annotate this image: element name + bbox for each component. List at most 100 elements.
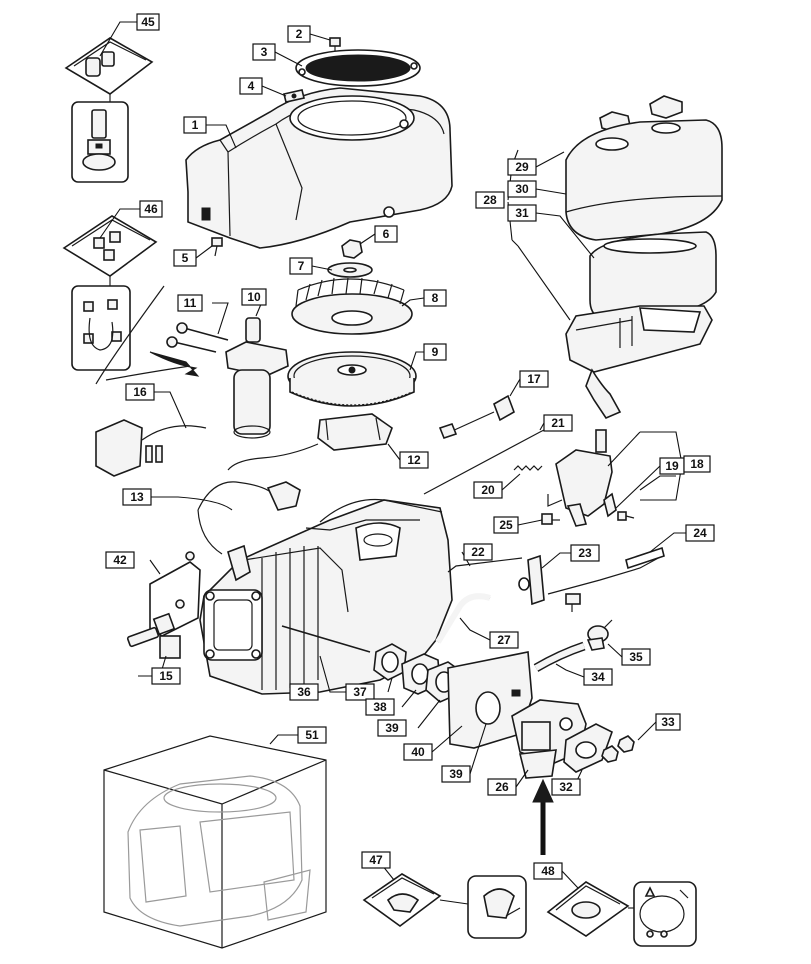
part-47-kit-bag — [362, 873, 527, 939]
part-32-gasket — [563, 723, 613, 773]
part-10-ignition-coil — [225, 317, 289, 439]
callout-34: 34 — [583, 668, 613, 686]
callout-48: 48 — [533, 862, 563, 880]
part-16-rectifier — [95, 419, 207, 477]
part-12-armature — [227, 413, 393, 471]
air-filter-base — [565, 305, 713, 419]
part-27-breather-tube — [435, 593, 491, 644]
svg-text:28: 28 — [483, 193, 497, 207]
callout-12: 12 — [399, 451, 429, 469]
callout-32: 32 — [551, 778, 581, 796]
callout-6: 6 — [374, 225, 398, 243]
svg-text:13: 13 — [130, 490, 144, 504]
part-25-screw — [541, 513, 560, 525]
callout-35: 35 — [621, 648, 651, 666]
svg-text:39: 39 — [449, 767, 463, 781]
callout-28: 28 — [475, 191, 505, 209]
svg-text:26: 26 — [495, 780, 509, 794]
svg-text:25: 25 — [499, 518, 513, 532]
svg-text:20: 20 — [481, 483, 495, 497]
callout-46: 46 — [139, 200, 163, 218]
assembly-arrow — [532, 778, 554, 855]
part-20-spring — [513, 465, 543, 471]
svg-text:48: 48 — [541, 864, 555, 878]
svg-text:12: 12 — [407, 453, 421, 467]
callout-37: 37 — [345, 683, 375, 701]
part-11-bolts — [166, 322, 229, 353]
svg-text:17: 17 — [527, 372, 541, 386]
svg-text:4: 4 — [248, 79, 255, 93]
svg-text:6: 6 — [383, 227, 390, 241]
part-7-washer — [327, 262, 373, 278]
svg-text:36: 36 — [297, 685, 311, 699]
callout-31: 31 — [507, 204, 537, 222]
callout-51: 51 — [297, 726, 327, 744]
part-5-screw — [211, 237, 223, 257]
part-48-kit-bag — [546, 881, 697, 947]
callout-47: 47 — [361, 851, 391, 869]
part-22-choke-rod — [447, 557, 523, 573]
part-34-fuel-hose — [533, 641, 586, 672]
svg-text:3: 3 — [261, 45, 268, 59]
svg-text:46: 46 — [144, 202, 158, 216]
part-35-fuel-valve — [586, 619, 613, 651]
leader-lines — [99, 21, 686, 889]
part-18-control-bracket — [547, 429, 617, 527]
callout-17: 17 — [519, 370, 549, 388]
part-36-stud-bolt — [281, 625, 371, 653]
svg-text:40: 40 — [411, 745, 425, 759]
callout-15: 15 — [151, 667, 181, 685]
callout-30: 30 — [507, 180, 537, 198]
callout-4: 4 — [239, 77, 263, 95]
svg-text:38: 38 — [373, 700, 387, 714]
callout-10: 10 — [241, 288, 267, 306]
callout-39-lower: 39 — [441, 765, 471, 783]
part-9-flywheel — [287, 351, 417, 407]
part-4-bracket — [283, 89, 305, 103]
svg-text:16: 16 — [133, 385, 147, 399]
part-31-air-filter-element — [589, 231, 717, 319]
part-3-screen — [295, 49, 421, 87]
callout-39-upper: 39 — [377, 719, 407, 737]
part-51-complete-engine-box — [103, 735, 327, 949]
callout-42: 42 — [105, 551, 135, 569]
callout-26: 26 — [487, 778, 517, 796]
callout-11: 11 — [177, 294, 203, 312]
part-6-nut — [341, 239, 363, 259]
svg-text:18: 18 — [690, 457, 704, 471]
callout-1: 1 — [183, 116, 207, 134]
callout-38: 38 — [365, 698, 395, 716]
part-15-spark-plug — [126, 612, 181, 659]
svg-text:23: 23 — [578, 546, 592, 560]
callout-7: 7 — [289, 257, 313, 275]
callout-5: 5 — [173, 249, 197, 267]
callout-13: 13 — [122, 488, 152, 506]
svg-text:24: 24 — [693, 526, 707, 540]
svg-text:15: 15 — [159, 669, 173, 683]
callout-18: 18 — [683, 455, 711, 473]
svg-text:7: 7 — [298, 259, 305, 273]
svg-text:5: 5 — [182, 251, 189, 265]
svg-text:39: 39 — [385, 721, 399, 735]
callout-40: 40 — [403, 743, 433, 761]
callout-29: 29 — [507, 158, 537, 176]
callout-19: 19 — [659, 457, 685, 475]
callout-25: 25 — [493, 516, 519, 534]
callout-36: 36 — [289, 683, 319, 701]
callout-2: 2 — [287, 25, 311, 43]
svg-text:9: 9 — [432, 345, 439, 359]
part-45-kit-bag — [64, 37, 154, 183]
callout-16: 16 — [125, 383, 155, 401]
part-19-screws — [617, 511, 635, 521]
svg-text:29: 29 — [515, 160, 529, 174]
svg-text:34: 34 — [591, 670, 605, 684]
svg-text:10: 10 — [247, 290, 261, 304]
svg-text:32: 32 — [559, 780, 573, 794]
svg-text:45: 45 — [141, 15, 155, 29]
part-23-lever — [518, 554, 545, 606]
part-1-blower-housing — [185, 87, 453, 249]
svg-text:47: 47 — [369, 853, 383, 867]
callout-24: 24 — [685, 524, 715, 542]
part-17-connector — [438, 394, 515, 439]
